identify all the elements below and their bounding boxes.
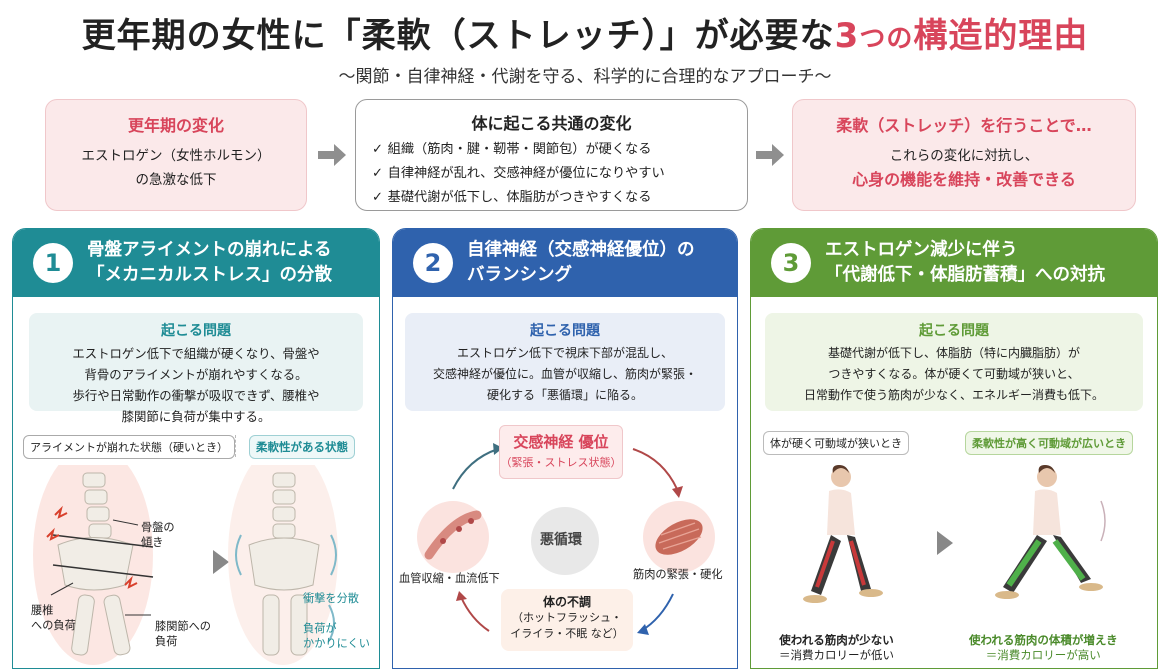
reason-card-header: 2 自律神経（交感神経優位）の バランシング [393, 229, 737, 297]
arrow-right-icon [318, 144, 346, 166]
reason-title-line: 「メカニカルストレス」の分散 [87, 265, 332, 285]
page-title: 更年期の女性に「柔軟（ストレッチ）」が必要な3つの構造的理由 [0, 8, 1170, 57]
reason-number-badge: 3 [771, 243, 811, 283]
problem-heading: 起こる問題 [161, 323, 231, 339]
muscle-tension-label: 筋肉の緊張・硬化 [633, 568, 723, 581]
problem-heading: 起こる問題 [530, 323, 600, 339]
problem-line: 歩行や日常動作の衝撃が吸収できず、腰椎や [72, 388, 320, 403]
low-muscle-caption: 使われる筋肉が少ない＝消費カロリーが低い [779, 633, 894, 663]
shock-disperse-label: 衝撃を分散 [303, 592, 359, 605]
stretch-effect-heading: 柔軟（ストレッチ）を行うことで… [836, 116, 1092, 135]
cycle-center-label: 悪循環 [540, 532, 582, 548]
title-accent: 3つの構造的理由 [835, 16, 1089, 56]
caption-line: ＝消費カロリーが高い [985, 648, 1101, 662]
problem-body: エストロゲン低下で視床下部が混乱し、 交感神経が優位に。血管が収縮し、筋肉が緊張… [405, 343, 725, 406]
problem-line: 交感神経が優位に。血管が収縮し、筋肉が緊張・ [432, 367, 697, 381]
disorder-line: （ホットフラッシュ・ [512, 611, 622, 624]
common-change-item: 基礎代謝が低下し、体脂肪がつきやすくなる [372, 186, 747, 210]
stretch-effect-body: これらの変化に対抗し、 心身の機能を維持・改善できる [793, 144, 1135, 192]
problem-line: 硬化する「悪循環」に陥る。 [486, 388, 643, 402]
problem-line: 日常動作で使う筋肉が少なく、エネルギー消費も低下。 [803, 388, 1104, 402]
common-changes-box: 体に起こる共通の変化 組織（筋肉・腱・靭帯・関節包）が硬くなる 自律神経が乱れ、… [355, 99, 748, 211]
caption-line: 使われる筋肉の体積が増えき [969, 633, 1118, 647]
title-accent-small: つの [859, 24, 914, 54]
label-line: 負荷 [155, 635, 178, 648]
stretch-effect-box: 柔軟（ストレッチ）を行うことで… これらの変化に対抗し、 心身の機能を維持・改善… [792, 99, 1136, 211]
title-accent-rest: 構造的理由 [913, 16, 1089, 56]
body-disorder-box: 体の不調 （ホットフラッシュ・ イライラ・不眠 など） [501, 589, 633, 651]
problem-line: エストロゲン低下で組織が硬くなり、骨盤や [72, 346, 320, 361]
spine-pelvis-illustration [33, 465, 338, 665]
reason-number-badge: 1 [33, 243, 73, 283]
reason-title-line: 骨盤アライメントの崩れによる [87, 240, 332, 260]
reason-card-1: 1 骨盤アライメントの崩れによる 「メカニカルストレス」の分散 起こる問題 エス… [12, 228, 380, 669]
reason-card-2: 2 自律神経（交感神経優位）の バランシング 起こる問題 エストロゲン低下で視床… [392, 228, 738, 669]
flexible-wide-tag: 柔軟性が高く可動域が広いとき [965, 431, 1133, 455]
menopause-change-line: の急激な低下 [135, 172, 217, 188]
disorder-heading: 体の不調 [542, 595, 591, 609]
pelvis-tilt-label: 骨盤の傾き [141, 520, 175, 550]
label-line: 骨盤の [141, 521, 175, 534]
common-changes-list: 組織（筋肉・腱・靭帯・関節包）が硬くなる 自律神経が乱れ、交感神経が優位になりや… [372, 138, 747, 210]
reason-card-title: エストロゲン減少に伴う 「代謝低下・体脂肪蓄積」への対抗 [825, 238, 1105, 288]
label-line: 膝関節への [155, 620, 211, 633]
caption-line: 使われる筋肉が少ない [779, 633, 894, 647]
reason-card-title: 自律神経（交感神経優位）の バランシング [467, 238, 695, 288]
vasoconstriction-label: 血管収縮・血流低下 [399, 572, 500, 585]
lumbar-load-label: 腰椎への負荷 [31, 603, 76, 633]
problem-box: 起こる問題 エストロゲン低下で組織が硬くなり、骨盤や 背骨のアライメントが崩れや… [29, 313, 363, 424]
reason-title-line: 自律神経（交感神経優位）の [467, 240, 695, 260]
problem-line: 膝関節に負荷が集中する。 [121, 409, 271, 424]
reason-card-3: 3 エストロゲン減少に伴う 「代謝低下・体脂肪蓄積」への対抗 起こる問題 基礎代… [750, 228, 1158, 669]
disorder-line: イライラ・不眠 など） [510, 627, 624, 640]
arrow-right-icon [756, 144, 784, 166]
menopause-change-body: エストロゲン（女性ホルモン） の急激な低下 [46, 144, 306, 192]
common-change-item: 自律神経が乱れ、交感神経が優位になりやすい [372, 162, 747, 186]
reason-title-line: 「代謝低下・体脂肪蓄積」への対抗 [825, 265, 1105, 285]
sympathetic-dominance-box: 交感神経 優位 （緊張・ストレス状態） [499, 425, 623, 479]
label-line: への負荷 [31, 619, 76, 632]
knee-load-label: 膝関節への負荷 [155, 619, 211, 649]
cycle-top-label: 交感神経 優位 [513, 433, 609, 451]
low-load-label: 負荷がかかりにくい [303, 621, 370, 651]
problem-line: エストロゲン低下で視床下部が混乱し、 [456, 346, 673, 360]
stretch-effect-emphasis: 心身の機能を維持・改善できる [852, 170, 1076, 189]
stretch-effect-line: これらの変化に対抗し、 [889, 148, 1039, 164]
cycle-top-sub: （緊張・ストレス状態） [500, 456, 622, 469]
reason-number-badge: 2 [413, 243, 453, 283]
menopause-change-line: エストロゲン（女性ホルモン） [81, 148, 271, 164]
title-main: 更年期の女性に「柔軟（ストレッチ）」が必要な [81, 16, 835, 56]
label-line: 負荷が [303, 622, 337, 635]
reason-card-header: 1 骨盤アライメントの崩れによる 「メカニカルストレス」の分散 [13, 229, 379, 297]
high-muscle-caption: 使われる筋肉の体積が増えき＝消費カロリーが高い [969, 633, 1118, 663]
title-accent-number: 3 [834, 16, 860, 56]
stiff-narrow-tag: 体が硬く可動域が狭いとき [763, 431, 909, 455]
label-line: 傾き [141, 536, 164, 549]
common-change-item: 組織（筋肉・腱・靭帯・関節包）が硬くなる [372, 138, 747, 162]
stiff-state-tag: アライメントが崩れた状態（硬いとき） [23, 435, 235, 459]
problem-line: 背骨のアライメントが崩れやすくなる。 [84, 367, 308, 382]
problem-box: 起こる問題 エストロゲン低下で視床下部が混乱し、 交感神経が優位に。血管が収縮し… [405, 313, 725, 411]
common-changes-heading: 体に起こる共通の変化 [471, 114, 632, 133]
flexible-state-tag: 柔軟性がある状態 [249, 435, 355, 459]
caption-line: ＝消費カロリーが低い [779, 648, 894, 662]
menopause-change-heading: 更年期の変化 [127, 116, 224, 135]
page-subtitle: 〜関節・自律神経・代謝を守る、科学的に合理的なアプローチ〜 [338, 67, 832, 87]
reason-card-header: 3 エストロゲン減少に伴う 「代謝低下・体脂肪蓄積」への対抗 [751, 229, 1157, 297]
reason-title-line: エストロゲン減少に伴う [825, 240, 1018, 260]
label-line: かかりにくい [303, 637, 370, 650]
problem-body: エストロゲン低下で組織が硬くなり、骨盤や 背骨のアライメントが崩れやすくなる。 … [29, 343, 363, 427]
menopause-change-box: 更年期の変化 エストロゲン（女性ホルモン） の急激な低下 [45, 99, 307, 211]
problem-line: 基礎代謝が低下し、体脂肪（特に内臓脂肪）が [827, 346, 1080, 360]
problem-box: 起こる問題 基礎代謝が低下し、体脂肪（特に内臓脂肪）が つきやすくなる。体が硬く… [765, 313, 1143, 411]
reason-title-line: バランシング [467, 265, 572, 285]
problem-heading: 起こる問題 [919, 323, 989, 339]
vicious-cycle-diagram [417, 443, 715, 635]
label-line: 腰椎 [31, 604, 54, 617]
walking-woman-illustration [803, 465, 1106, 603]
problem-line: つきやすくなる。体が硬くて可動域が狭いと、 [828, 367, 1080, 381]
problem-body: 基礎代謝が低下し、体脂肪（特に内臓脂肪）が つきやすくなる。体が硬くて可動域が狭… [765, 343, 1143, 406]
divider [235, 435, 236, 457]
reason-card-title: 骨盤アライメントの崩れによる 「メカニカルストレス」の分散 [87, 238, 332, 288]
